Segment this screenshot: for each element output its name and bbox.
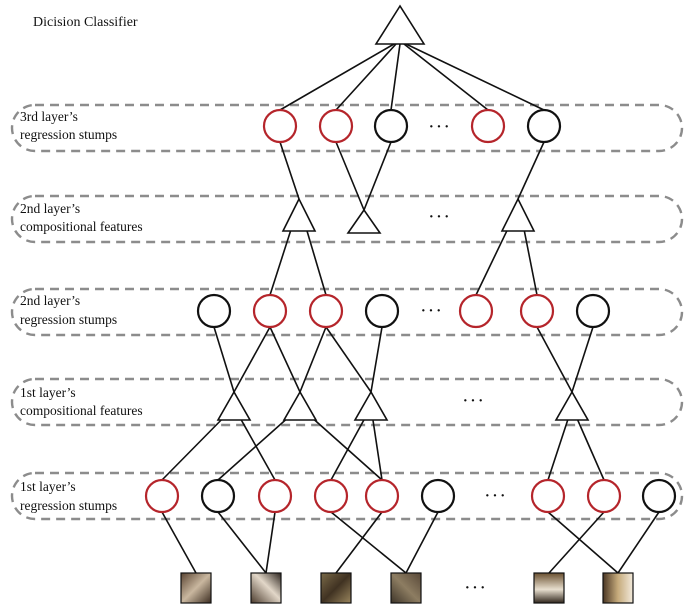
layer2-stumps: ··· [196, 293, 611, 329]
stump-node [530, 478, 566, 514]
edge [217, 511, 267, 574]
edge [405, 43, 545, 111]
stump-node [364, 478, 400, 514]
stump-node [373, 108, 409, 144]
layer-label-line2: compositional features [20, 219, 143, 234]
layer-label-line2: regression stumps [20, 127, 117, 142]
layer-band-2nd-regression-stumps: 2nd layer’s regression stumps [10, 287, 684, 337]
edge [617, 511, 660, 574]
stump-node [519, 293, 555, 329]
edge [547, 511, 619, 574]
layer-label-line1: 1st layer’s [20, 479, 76, 494]
layer-label-line1: 1st layer’s [20, 385, 76, 400]
image-patch [533, 572, 565, 604]
compositional-feature-node [282, 390, 318, 421]
layer-band-1st-compositional-features: 1st layer’s compositional features [10, 377, 684, 427]
stump-node [420, 478, 456, 514]
compositional-feature-node [281, 197, 317, 232]
image-patch [320, 572, 352, 604]
ellipsis: ··· [420, 300, 443, 322]
image-patch [390, 572, 422, 604]
edge [269, 326, 301, 393]
edge [363, 141, 392, 211]
layer-label-line1: 2nd layer’s [20, 293, 80, 308]
stump-node [470, 108, 506, 144]
layer2-compositional-nodes: ··· [281, 197, 536, 234]
stump-node [257, 478, 293, 514]
stump-node [200, 478, 236, 514]
layer-label-line1: 3rd layer’s [20, 109, 78, 124]
ellipsis: ··· [462, 390, 485, 412]
stump-node [196, 293, 232, 329]
ellipsis: ··· [484, 485, 507, 507]
layer-label-line2: regression stumps [20, 312, 117, 327]
stump-node [313, 478, 349, 514]
image-patch [180, 572, 212, 604]
stump-node [575, 293, 611, 329]
edge [213, 326, 235, 393]
layer-label-line2: regression stumps [20, 498, 117, 513]
stump-node [458, 293, 494, 329]
edge [390, 43, 401, 111]
layer-band-3rd-regression-stumps: 3rd layer’s regression stumps [10, 103, 684, 153]
compositional-feature-node [346, 208, 382, 234]
diagram-title: Dicision Classifier [33, 15, 138, 30]
edge [335, 141, 365, 211]
ellipsis: ··· [464, 577, 487, 599]
edge [548, 511, 605, 574]
ellipsis: ··· [428, 116, 451, 138]
layer-label-line1: 2nd layer’s [20, 201, 80, 216]
edge [161, 511, 197, 574]
compositional-feature-node [353, 390, 389, 421]
image-patch [602, 572, 634, 604]
layer3-stumps: ··· [262, 108, 562, 144]
stump-node [586, 478, 622, 514]
edge [405, 511, 439, 574]
stump-node [641, 478, 677, 514]
edge [335, 511, 383, 574]
decision-classifier-node [374, 4, 426, 45]
edge [370, 326, 383, 393]
edge [335, 43, 397, 111]
edge [571, 326, 594, 393]
layer-band-2nd-compositional-features: 2nd layer’s compositional features [10, 194, 684, 244]
layer1-stumps: ··· [144, 478, 677, 514]
edge [403, 43, 489, 111]
stump-node [308, 293, 344, 329]
edge [517, 141, 545, 200]
stump-node [364, 293, 400, 329]
edge [279, 141, 300, 200]
edge [330, 511, 407, 574]
edge [536, 326, 573, 393]
stump-node [318, 108, 354, 144]
image-patches: ··· [180, 572, 634, 604]
edge [279, 43, 395, 111]
stump-node [252, 293, 288, 329]
image-patch [250, 572, 282, 604]
layer-band-1st-regression-stumps: 1st layer’s regression stumps [10, 471, 684, 521]
edge [233, 326, 271, 393]
compositional-feature-node [554, 390, 590, 421]
edge [325, 326, 372, 393]
layer1-compositional-nodes: ··· [216, 390, 590, 421]
edge [299, 326, 327, 393]
stump-node [526, 108, 562, 144]
compositional-feature-node [500, 197, 536, 232]
layer-label-line2: compositional features [20, 403, 143, 418]
edge [265, 511, 276, 574]
compositional-feature-node [216, 390, 252, 421]
stump-node [144, 478, 180, 514]
stump-node [262, 108, 298, 144]
ellipsis: ··· [428, 206, 451, 228]
